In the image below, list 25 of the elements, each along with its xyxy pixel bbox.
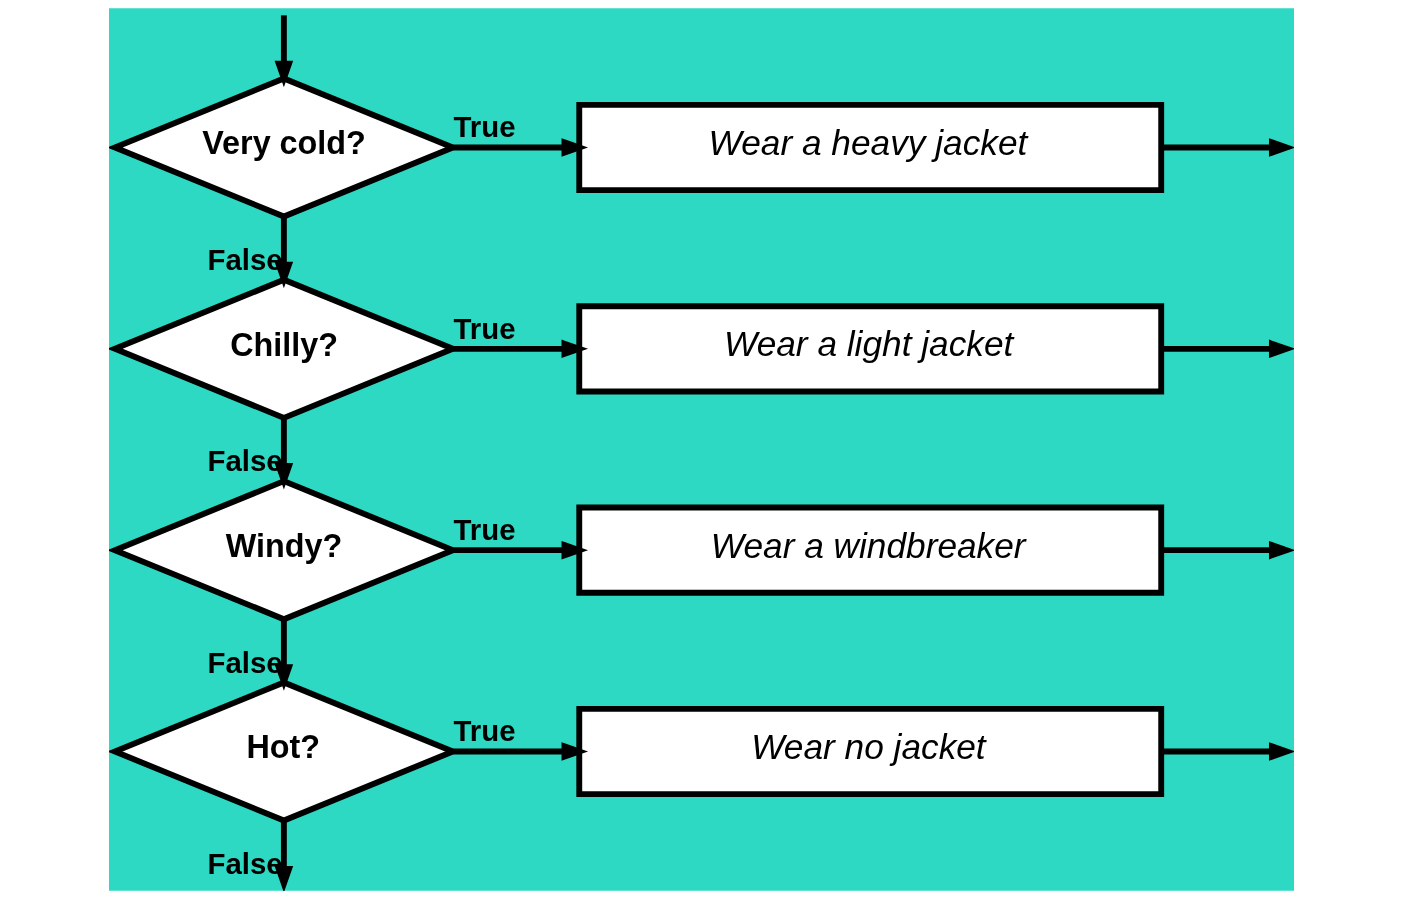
edge-label: False — [207, 847, 283, 881]
arrow — [1161, 540, 1294, 560]
node-box: Wear a windbreaker — [576, 504, 1165, 596]
arrow — [1161, 138, 1294, 157]
arrow — [453, 742, 589, 761]
edge-label: True — [453, 714, 516, 748]
edge-label: True — [453, 512, 516, 546]
node-box: Wear a heavy jacket — [576, 101, 1165, 194]
arrow — [274, 619, 294, 691]
arrow — [453, 540, 589, 560]
edge-label: False — [207, 242, 283, 276]
arrow — [453, 138, 589, 157]
arrow — [274, 418, 294, 490]
arrow — [1161, 339, 1294, 359]
arrow — [1161, 742, 1294, 761]
edge-label: True — [453, 110, 516, 144]
arrow — [274, 820, 294, 891]
arrow — [453, 339, 589, 359]
node-box: Wear a light jacket — [576, 303, 1165, 395]
edge-label: False — [207, 444, 283, 478]
edge-label: False — [207, 645, 283, 679]
arrow — [274, 15, 294, 88]
arrow — [274, 216, 294, 289]
node-box: Wear no jacket — [576, 705, 1165, 798]
edge-label: True — [453, 311, 516, 345]
